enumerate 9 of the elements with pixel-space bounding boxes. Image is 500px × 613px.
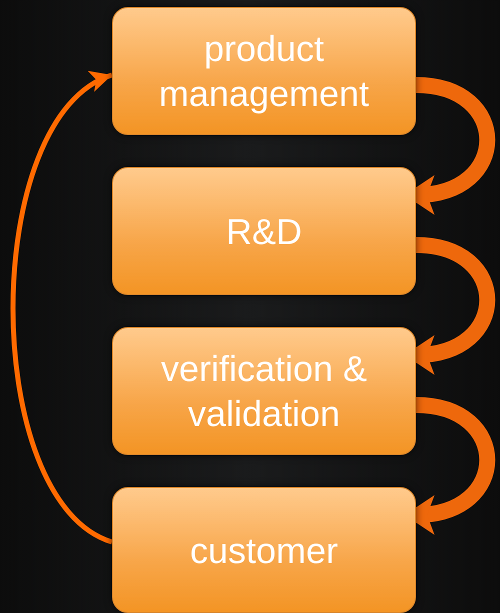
- process-box: [112, 167, 416, 295]
- box-label: R&D: [226, 210, 302, 254]
- process-box: [112, 487, 416, 613]
- process-box: [112, 327, 416, 455]
- box-label: customer: [190, 528, 338, 572]
- box-label: product management: [158, 27, 370, 116]
- curved-arrow: [10, 72, 114, 544]
- box-label: verification & validation: [160, 347, 368, 436]
- process-box: [112, 7, 416, 135]
